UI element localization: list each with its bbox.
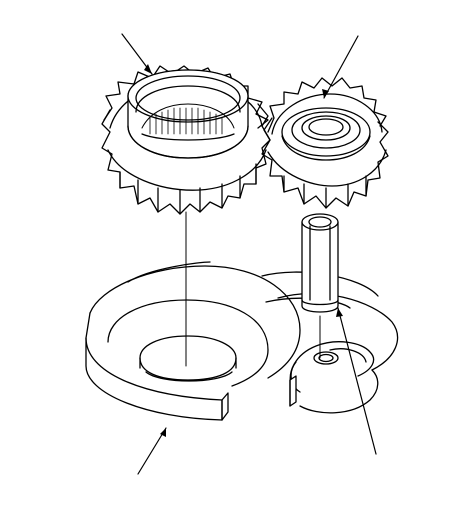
callout-leader-large-spring — [137, 427, 167, 475]
callout-leader-pin — [337, 307, 377, 455]
large-gear — [101, 65, 271, 215]
small-gear — [261, 77, 389, 209]
large-spring — [85, 261, 301, 421]
callout-leaders — [121, 33, 377, 475]
callout-leader-small-gear — [323, 35, 359, 99]
pin — [301, 213, 339, 313]
assembly-guide-lines — [185, 211, 321, 367]
